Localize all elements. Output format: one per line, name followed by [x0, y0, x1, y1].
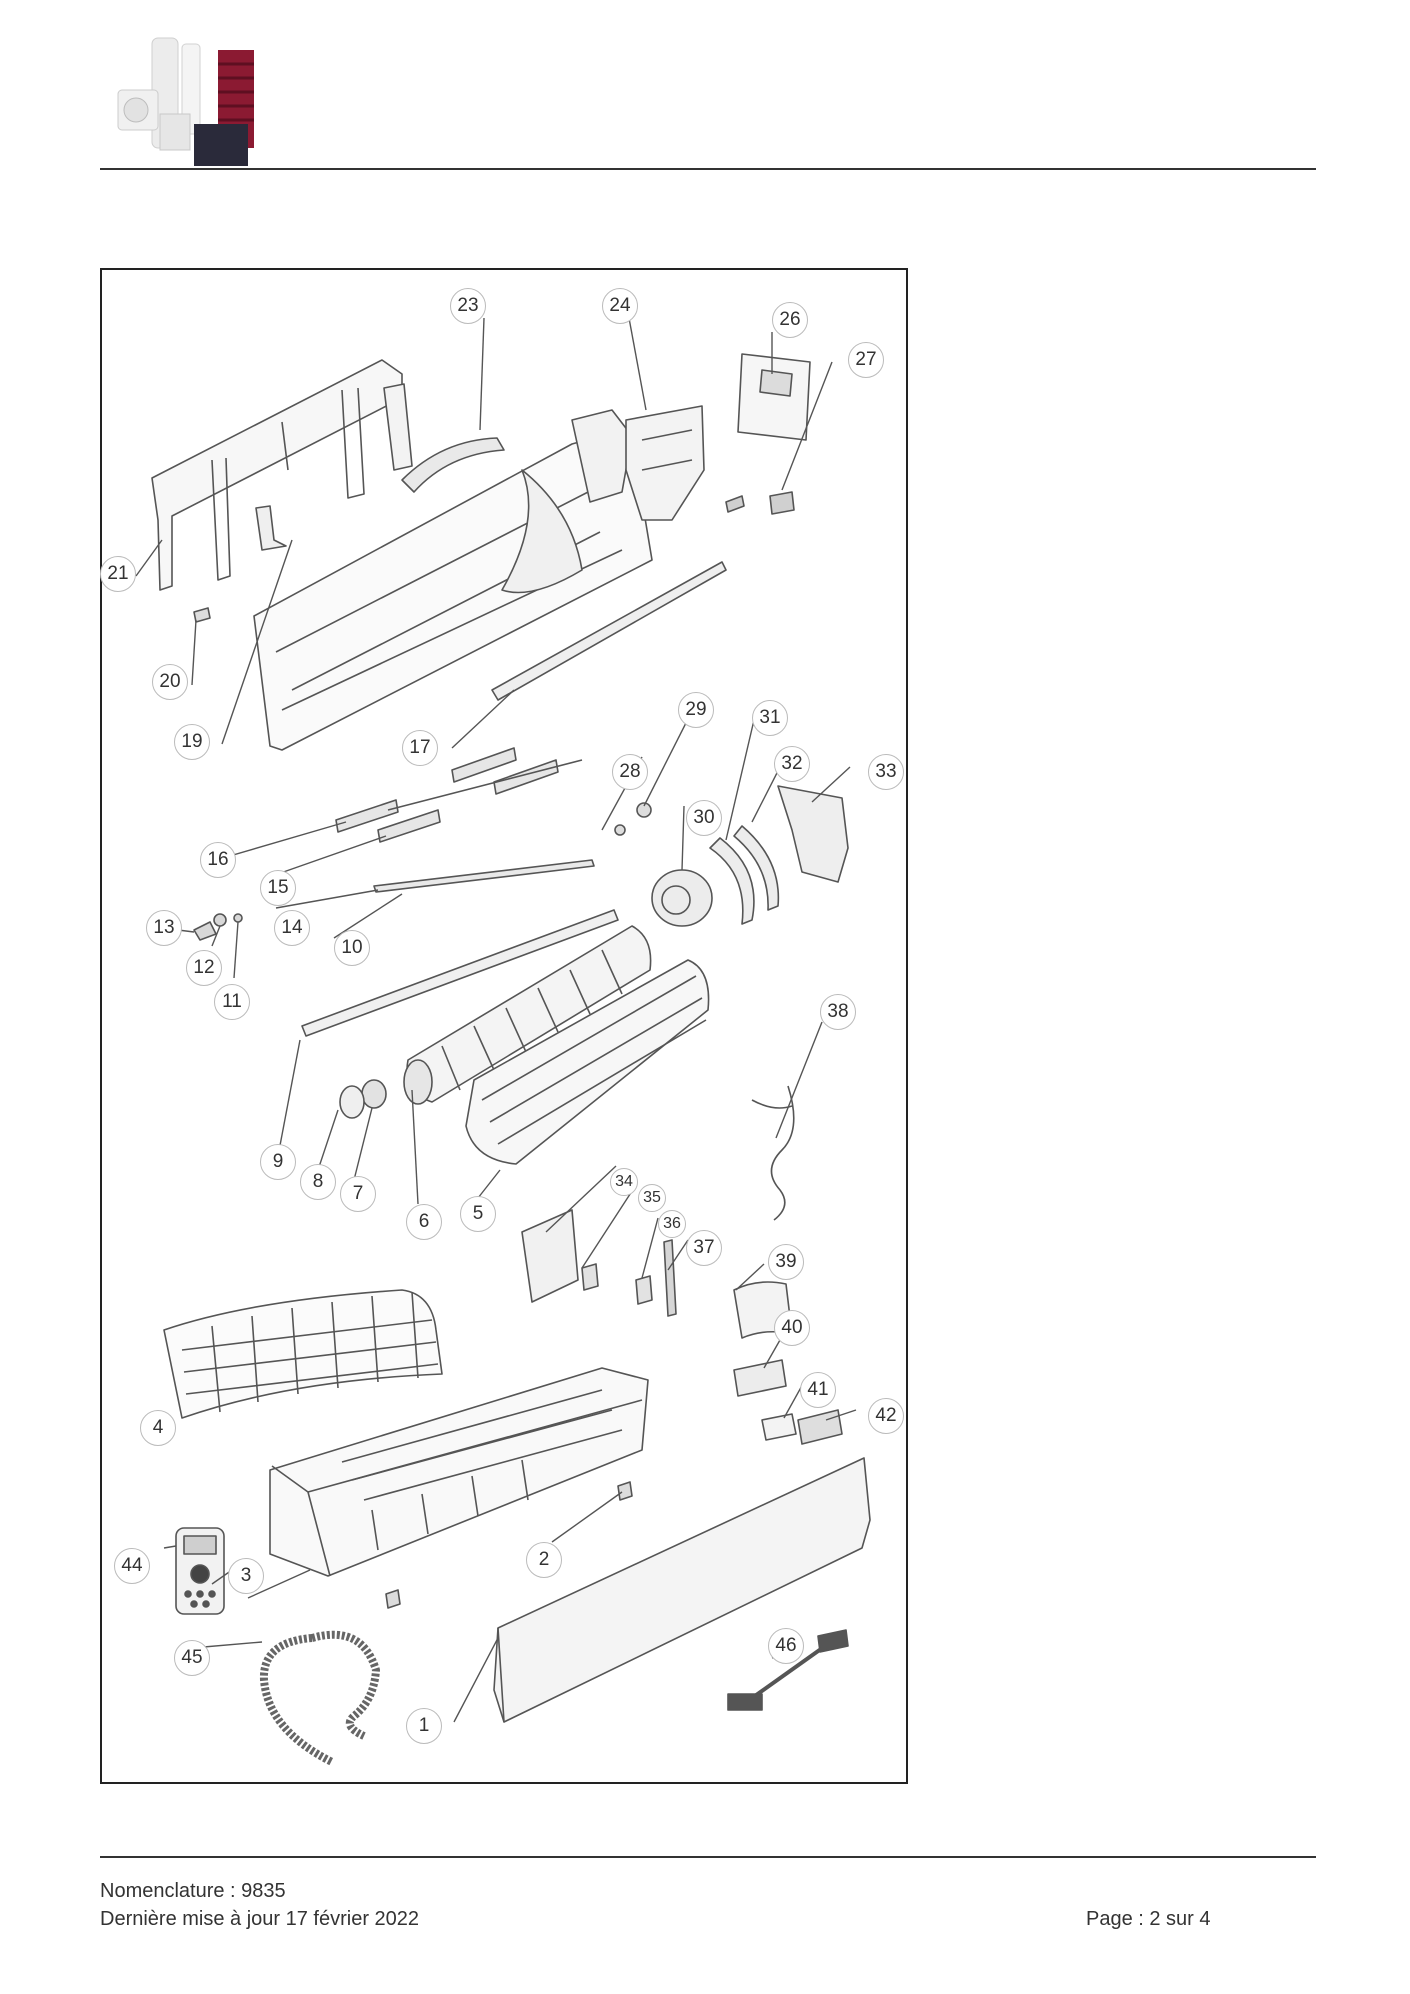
footer-rule	[100, 1856, 1316, 1858]
logo-illustration	[100, 28, 272, 168]
evaporator-part	[465, 959, 710, 1165]
callout-24: 24	[602, 288, 638, 324]
header-rule	[100, 168, 1316, 170]
callout-8: 8	[300, 1164, 336, 1200]
callout-14: 14	[274, 910, 310, 946]
callout-20: 20	[152, 664, 188, 700]
callout-12: 12	[186, 950, 222, 986]
callout-26: 26	[772, 302, 808, 338]
callout-19: 19	[174, 724, 210, 760]
callout-38: 38	[820, 994, 856, 1030]
callout-34: 34	[610, 1168, 638, 1196]
callout-17: 17	[402, 730, 438, 766]
callout-1: 1	[406, 1708, 442, 1744]
page-number: Page : 2 sur 4	[1086, 1908, 1211, 1930]
exploded-view-diagram	[100, 268, 908, 1784]
exploded-view-drawing	[135, 317, 871, 1766]
callout-40: 40	[774, 1310, 810, 1346]
callout-2: 2	[526, 1542, 562, 1578]
mounting-plate-part	[151, 359, 413, 591]
front-panel-body-part	[269, 1367, 649, 1577]
callout-42: 42	[868, 1398, 904, 1434]
nomenclature-reference: Nomenclature : 9835	[100, 1880, 286, 1902]
callout-31: 31	[752, 700, 788, 736]
last-update-date: Dernière mise à jour 17 février 2022	[100, 1908, 420, 1930]
electrical-box-part	[625, 405, 705, 521]
callout-39: 39	[768, 1244, 804, 1280]
callout-32: 32	[774, 746, 810, 782]
callout-37: 37	[686, 1230, 722, 1266]
callout-3: 3	[228, 1558, 264, 1594]
callout-16: 16	[200, 842, 236, 878]
callout-11: 11	[214, 984, 250, 1020]
louvre-part	[335, 747, 559, 843]
callout-45: 45	[174, 1640, 210, 1676]
callout-33: 33	[868, 754, 904, 790]
callout-27: 27	[848, 342, 884, 378]
air-filter-part	[163, 1289, 443, 1419]
callout-46: 46	[768, 1628, 804, 1664]
callout-35: 35	[638, 1184, 666, 1212]
callout-4: 4	[140, 1410, 176, 1446]
product-range-logo	[100, 28, 272, 168]
callout-41: 41	[800, 1372, 836, 1408]
callout-10: 10	[334, 930, 370, 966]
callout-44: 44	[114, 1548, 150, 1584]
callout-30: 30	[686, 800, 722, 836]
crossflow-fan-part	[403, 925, 652, 1105]
remote-control-part	[175, 1527, 225, 1615]
callout-21: 21	[100, 556, 136, 592]
callout-6: 6	[406, 1204, 442, 1240]
callout-28: 28	[612, 754, 648, 790]
callout-23: 23	[450, 288, 486, 324]
callout-15: 15	[260, 870, 296, 906]
callout-29: 29	[678, 692, 714, 728]
callout-36: 36	[658, 1210, 686, 1238]
callout-9: 9	[260, 1144, 296, 1180]
callout-13: 13	[146, 910, 182, 946]
callout-7: 7	[340, 1176, 376, 1212]
callout-5: 5	[460, 1196, 496, 1232]
